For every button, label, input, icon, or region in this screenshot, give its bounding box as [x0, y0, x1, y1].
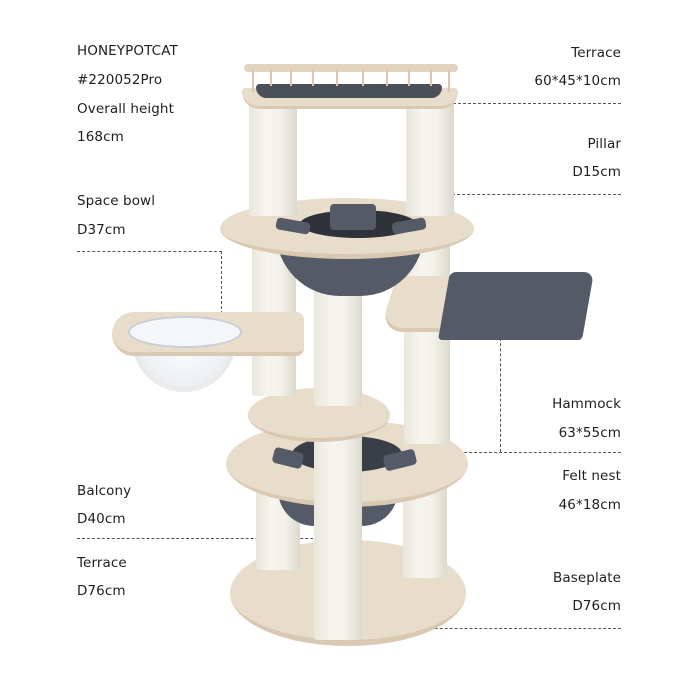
leader-line-hammock — [380, 452, 621, 453]
callout-space-bowl-value: D37cm — [77, 222, 126, 238]
rail-baluster — [408, 70, 410, 86]
callout-terrace-top-name: Terrace — [571, 45, 621, 61]
callout-space-bowl-name: Space bowl — [77, 193, 156, 209]
brand-name: HONEYPOTCAT — [77, 43, 178, 59]
rail-baluster — [252, 70, 254, 92]
rail-baluster — [270, 70, 272, 86]
callout-pillar-name: Pillar — [587, 136, 621, 152]
terrace-top-rail — [244, 64, 458, 72]
callout-terrace-left-value: D76cm — [77, 583, 126, 599]
hammock — [438, 272, 594, 340]
rail-baluster — [290, 70, 292, 86]
rail-baluster — [362, 70, 364, 86]
callout-hammock-name: Hammock — [552, 396, 621, 412]
rail-baluster — [312, 70, 314, 86]
callout-hammock-value: 63*55cm — [558, 425, 621, 441]
callout-terrace-top-value: 60*45*10cm — [534, 73, 621, 89]
model-number: #220052Pro — [77, 72, 163, 88]
callout-balcony-name: Balcony — [77, 483, 132, 499]
space-bowl-rim — [128, 316, 242, 348]
leader-line-terrace-top — [448, 103, 621, 104]
rail-baluster — [430, 70, 432, 86]
leader-line-hammock-rise — [500, 308, 501, 452]
leader-line-balcony — [77, 538, 333, 539]
rail-baluster — [448, 70, 450, 92]
rail-baluster — [386, 70, 388, 86]
terrace-top-felt-pad — [256, 84, 442, 98]
callout-baseplate-value: D76cm — [572, 598, 621, 614]
callout-balcony-value: D40cm — [77, 511, 126, 527]
leader-line-baseplate — [410, 628, 621, 629]
leader-line-space-bowl — [77, 251, 222, 252]
callout-felt-nest-value: 46*18cm — [558, 497, 621, 513]
callout-pillar-value: D15cm — [572, 164, 621, 180]
leader-line-space-bowl-drop — [221, 251, 222, 319]
leader-line-pillar — [452, 194, 621, 195]
rail-baluster — [336, 70, 338, 86]
overall-height-value: 168cm — [77, 129, 124, 145]
callout-baseplate-name: Baseplate — [553, 570, 621, 586]
callout-terrace-left-name: Terrace — [77, 555, 127, 571]
pillar-top-right — [406, 100, 454, 216]
felt-nest-middle-flap — [330, 204, 376, 230]
callout-felt-nest-name: Felt nest — [562, 468, 621, 484]
overall-height-label: Overall height — [77, 101, 174, 117]
pillar-top-left — [249, 100, 297, 216]
pillar-mid-right — [404, 240, 450, 444]
